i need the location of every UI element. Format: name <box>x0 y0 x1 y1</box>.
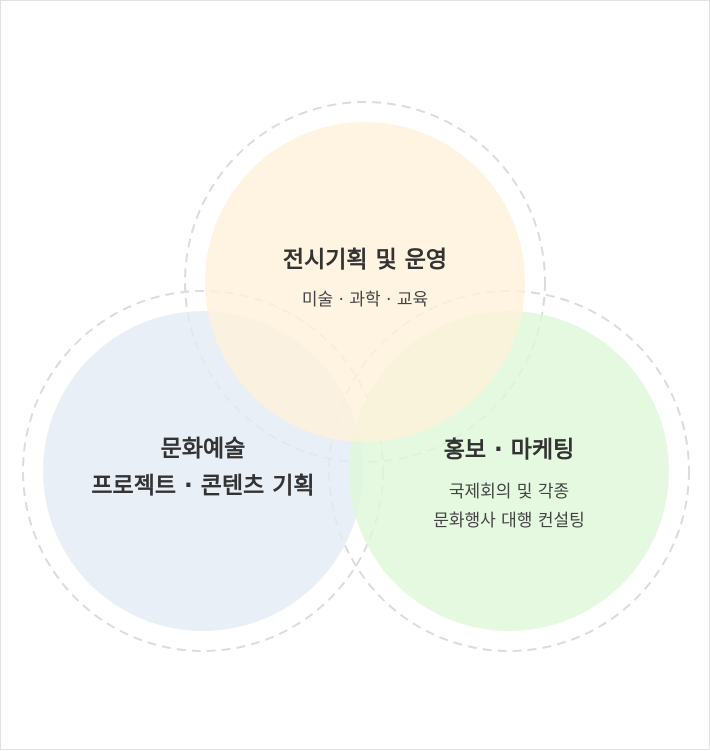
top-circle-label: 전시기획 및 운영 미술 · 과학 · 교육 <box>215 243 515 314</box>
top-circle-title: 전시기획 및 운영 <box>282 247 448 273</box>
right-circle-subtitle-line1: 국제회의 및 각종 <box>448 482 570 502</box>
top-circle-dashed-ring <box>184 101 546 463</box>
left-circle-label: 문화예술 프로젝트 · 콘텐츠 기획 <box>53 432 353 503</box>
right-circle-label: 홍보 · 마케팅 국제회의 및 각종 문화행사 대행 컨설팅 <box>359 433 659 535</box>
right-circle-title: 홍보 · 마케팅 <box>443 437 575 463</box>
left-circle-title-line2: 프로젝트 · 콘텐츠 기획 <box>91 473 315 499</box>
top-circle-fill <box>205 122 525 442</box>
top-circle-subtitle: 미술 · 과학 · 교육 <box>301 290 429 310</box>
right-circle-subtitle-line2: 문화행사 대행 컨설팅 <box>433 511 585 531</box>
left-circle-title-line1: 문화예술 <box>160 436 246 462</box>
